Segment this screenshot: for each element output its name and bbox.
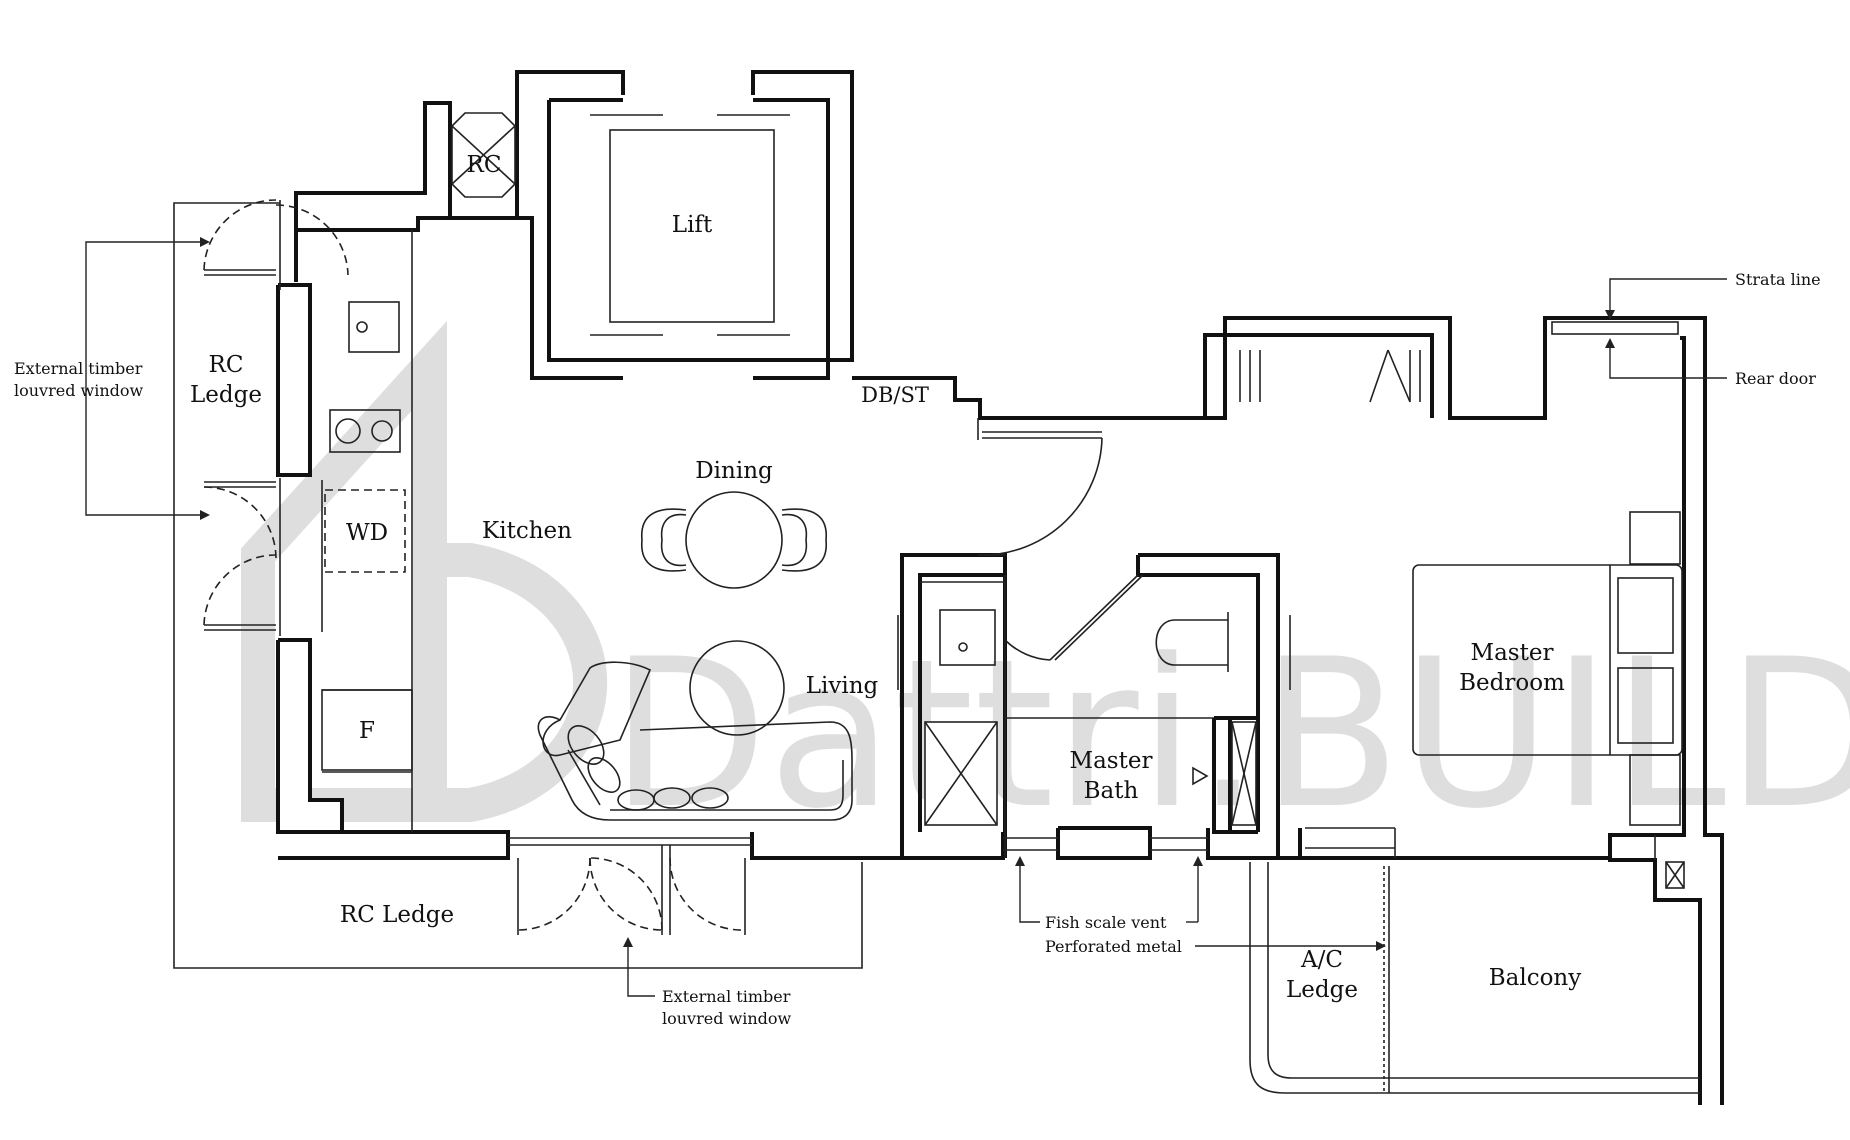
- annotation-ext-window-left: External timber louvred window: [14, 237, 210, 520]
- annotation-fish-scale: Fish scale vent: [1015, 856, 1203, 932]
- master-bedroom-label-1: Master: [1471, 640, 1554, 666]
- ext-window-left-note-2: louvred window: [14, 381, 144, 400]
- master-bedroom-furniture: Master Bedroom: [1412, 511, 1683, 826]
- bed: [1412, 564, 1683, 756]
- vent-windows: [1003, 837, 1208, 851]
- wd-label: WD: [346, 520, 388, 546]
- annotation-perforated-metal: Perforated metal: [1045, 937, 1386, 956]
- ac-ledge-label-2: Ledge: [1286, 977, 1358, 1003]
- kitchen-fixtures: WD F: [321, 301, 413, 771]
- rear-door: [1551, 321, 1679, 335]
- rc-duct: RC: [451, 112, 516, 198]
- master-bath-label-1: Master: [1070, 748, 1153, 774]
- annotation-strata-line: Strata line: [1605, 270, 1821, 320]
- kitchen-label: Kitchen: [482, 518, 572, 544]
- master-bedroom-label-2: Bedroom: [1459, 670, 1565, 696]
- lift-label: Lift: [672, 212, 713, 238]
- lift: Lift: [590, 114, 790, 336]
- rc-ledge-outline: [173, 202, 863, 969]
- coffee-table: [689, 640, 785, 736]
- annotation-ext-window-bottom: External timber louvred window: [623, 937, 792, 1028]
- rc-ledge-bottom-label: RC Ledge: [340, 902, 454, 928]
- dining-label: Dining: [695, 458, 773, 484]
- rc-ledge-side-label-2: Ledge: [190, 382, 262, 408]
- side-table-top: [1629, 511, 1681, 565]
- annotation-rear-door: Rear door: [1605, 338, 1816, 388]
- fish-scale-vent-note: Fish scale vent: [1045, 913, 1167, 932]
- rc-ledge-side-label-1: RC: [209, 352, 244, 378]
- exterior-walls: [276, 70, 1724, 1105]
- bottom-louvred-windows: RC Ledge: [340, 837, 752, 935]
- ext-window-left-note-1: External timber: [14, 359, 143, 378]
- rear-door-note: Rear door: [1735, 369, 1816, 388]
- fridge-label: F: [359, 718, 375, 744]
- balcony-label: Balcony: [1489, 965, 1582, 991]
- left-louvred-windows: [203, 199, 349, 636]
- master-bath-label-2: Bath: [1084, 778, 1139, 804]
- db-st-label: DB/ST: [861, 383, 929, 407]
- main-entry-door: [977, 418, 1103, 556]
- master-bath-fixtures: Master Bath: [897, 574, 1291, 858]
- service-box: [1665, 861, 1685, 889]
- living-label: Living: [806, 673, 879, 699]
- hob: [329, 409, 401, 453]
- living-set: Living: [537, 640, 879, 821]
- planter-box: [1239, 349, 1421, 403]
- ext-window-bottom-note-2: louvred window: [662, 1009, 792, 1028]
- fridge: [321, 689, 413, 771]
- sink: [348, 301, 400, 353]
- ac-ledge-label-1: A/C: [1300, 947, 1343, 973]
- balcony: A/C Ledge Balcony: [1249, 862, 1700, 1094]
- perforated-metal-note: Perforated metal: [1045, 937, 1182, 956]
- rc-label: RC: [467, 152, 502, 178]
- washer-dryer: [324, 489, 406, 573]
- ext-window-bottom-note-1: External timber: [662, 987, 791, 1006]
- dining-set: Dining: [640, 458, 828, 589]
- strata-line-note: Strata line: [1735, 270, 1821, 289]
